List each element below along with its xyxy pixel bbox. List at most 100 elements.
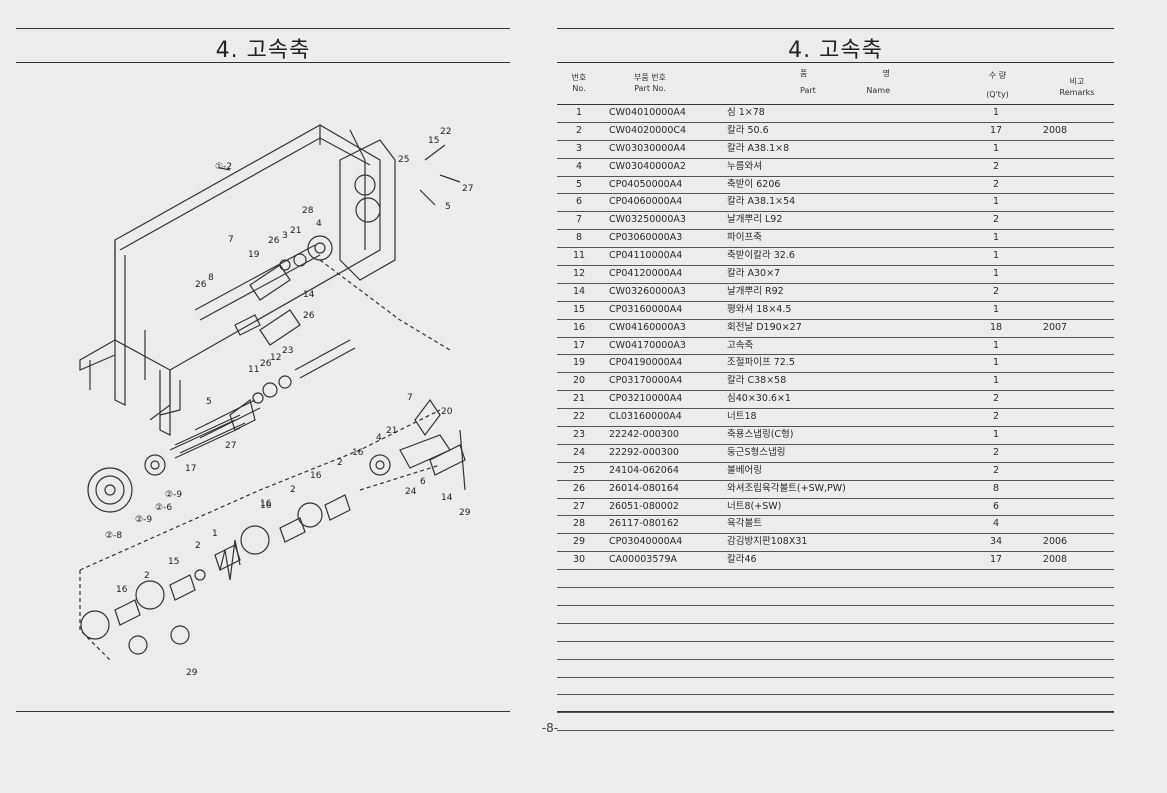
callout-29-b: 29: [186, 668, 198, 678]
row-no: 6: [575, 196, 583, 208]
row-part-name: 평와셔 18×4.5: [727, 303, 792, 315]
callout-29-a: 29: [459, 508, 471, 518]
right-title-bar: 4. 고속축: [557, 28, 1114, 63]
row-part-name: 칼라 50.6: [727, 124, 769, 136]
callout-3: 3: [282, 231, 288, 241]
callout-22: 22: [440, 127, 451, 137]
callout-26-b: 26: [195, 280, 207, 290]
row-part-no: CW04160000A3: [609, 321, 686, 333]
left-page-title: 4. 고속축: [215, 38, 311, 63]
row-no: 19: [572, 357, 586, 369]
callout-23: 23: [282, 346, 293, 356]
row-no: 17: [572, 339, 586, 351]
row-part-name: 칼라 A38.1×8: [727, 142, 790, 154]
row-part-no: CL03160000A4: [609, 411, 682, 423]
header-no-en: No.: [572, 84, 586, 93]
row-part-name: 칼라 A30×7: [727, 268, 781, 280]
row-no: 30: [572, 554, 586, 566]
empty-table-row: [557, 678, 1114, 696]
left-title-bar: 4. 고속축: [16, 28, 510, 63]
row-no: 3: [575, 142, 583, 154]
header-no-ko: 번호: [571, 73, 587, 82]
row-part-name: 축받이칼라 32.6: [727, 250, 795, 262]
row-no: 21: [572, 393, 586, 405]
callout-20: 20: [441, 407, 453, 417]
row-remarks: 2006: [1042, 536, 1068, 548]
row-qty: 1: [992, 268, 1000, 280]
header-part-ko: 부품 번호: [634, 73, 666, 82]
header-name-en-1: Part: [800, 86, 816, 95]
callout-15: 15: [428, 136, 439, 146]
row-part-no: CW03260000A3: [609, 285, 686, 297]
row-remarks: 2007: [1042, 321, 1068, 333]
row-qty: 2: [992, 411, 1000, 423]
row-remarks: 2008: [1042, 124, 1068, 136]
row-qty: 1: [992, 196, 1000, 208]
empty-table-row: [557, 624, 1114, 642]
callout-2-6: ②-6: [155, 503, 172, 513]
header-part-name: 품 명 Part Name: [790, 68, 900, 96]
row-qty: 2: [992, 160, 1000, 172]
header-name-ko-1: 품: [800, 69, 808, 78]
row-part-name: 칼라 C38×58: [727, 375, 787, 387]
callout-14-a: 14: [303, 290, 315, 300]
row-no: 14: [572, 285, 586, 297]
callout-1-2: ①-2: [215, 162, 232, 172]
row-part-name: 축받이 6206: [727, 178, 781, 190]
callout-17: 17: [185, 464, 196, 474]
callout-12: 12: [270, 353, 281, 363]
header-remarks-en: Remarks: [1059, 88, 1095, 97]
empty-table-row: [557, 606, 1114, 624]
row-part-no: 26014-080164: [609, 482, 679, 494]
row-part-no: CP03170000A4: [609, 375, 683, 387]
row-part-no: CP03060000A3: [609, 232, 683, 244]
row-qty: 1: [992, 232, 1000, 244]
row-qty: 1: [992, 339, 1000, 351]
empty-table-row: [557, 695, 1114, 714]
row-part-name: 육각볼트: [727, 518, 762, 530]
callout-21-b: 21: [386, 426, 397, 436]
row-part-name: 볼베어링: [727, 464, 762, 476]
row-no: 22: [572, 411, 586, 423]
row-part-name: 회전날 D190×27: [727, 321, 802, 333]
row-part-no: 24104-062064: [609, 464, 679, 476]
left-bottom-rule: [16, 711, 510, 712]
row-no: 20: [572, 375, 586, 387]
empty-table-row: [557, 660, 1114, 678]
row-part-name: 조절파이프 72.5: [727, 357, 795, 369]
callout-26-d: 26: [260, 359, 272, 369]
callout-16-d: 16: [260, 499, 272, 509]
row-no: 24: [572, 446, 586, 458]
row-qty: 2: [992, 446, 1000, 458]
header-name-en-2: Name: [866, 86, 890, 95]
callout-2-9-b: ②-9: [135, 515, 152, 525]
header-name-ko-2: 명: [882, 69, 890, 78]
callout-4-b: 4: [376, 433, 382, 443]
callout-5-b: 5: [206, 397, 212, 407]
header-qty-en: (Q'ty): [986, 90, 1009, 99]
row-part-no: CW04010000A4: [609, 107, 686, 118]
callout-7-a: 7: [228, 235, 234, 245]
callout-7-b: 7: [407, 393, 413, 403]
row-no: 1: [575, 107, 583, 118]
row-qty: 34: [989, 536, 1003, 548]
header-remarks-ko: 비고: [1069, 77, 1085, 86]
row-no: 4: [575, 160, 583, 172]
row-qty: 1: [992, 303, 1000, 315]
callout-16-e: 16: [116, 585, 128, 595]
callout-11: 11: [248, 365, 259, 375]
